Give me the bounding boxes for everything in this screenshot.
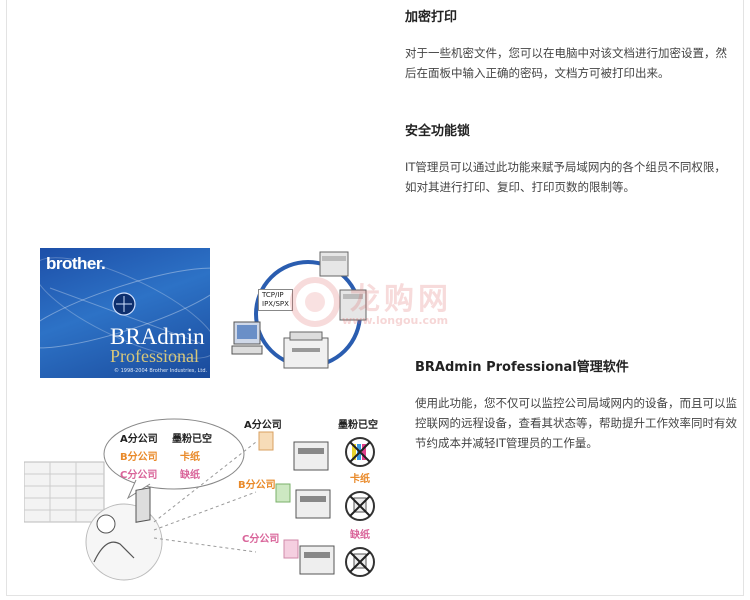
section-title: 安全功能锁 [405,124,471,139]
document-icon [258,431,274,451]
section-bradmin: BRAdmin Professional管理软件 使用此功能，您不仅可以监控公司… [415,356,737,453]
document-icon [275,483,291,503]
spreadsheet-icon [24,461,105,523]
section-body: 使用此功能，您不仅可以监控公司局域网内的设备，而且可以监控联网的远程设备，查看其… [415,396,737,450]
printer-icon [293,441,329,471]
section-title: 加密打印 [405,10,458,25]
page-frame [6,0,744,596]
printer-icon [295,489,331,519]
product-name-line2: Professional [110,346,199,366]
protocol-label: TCP/IP IPX/SPX [258,289,293,311]
no-paper-icon [345,547,375,577]
monitoring-diagram: A分公司 墨粉已空 B分公司 卡纸 C分公司 缺纸 A分公司 B分公司 C分公司… [24,412,394,597]
brand-name: brother. [46,254,106,273]
logo-copyright: © 1998-2004 Brother Industries, Ltd. [114,368,208,374]
printer-icon [299,545,335,575]
section-security-lock: 安全功能锁 IT管理员可以通过此功能来赋予局域网内的各个组员不同权限，如对其进行… [405,120,735,197]
bubble-company-b: B分公司 [120,452,158,463]
paper-jam-icon [345,491,375,521]
status-no-paper: 缺纸 [350,530,370,541]
bradmin-logo-image: brother. BRAdmin Professional © 1998-200… [40,248,210,378]
bubble-status-b: 卡纸 [180,452,200,463]
bubble-company-c: C分公司 [120,470,158,481]
printer-icon [283,331,329,369]
status-paper-jam: 卡纸 [350,474,370,485]
section-title: BRAdmin Professional管理软件 [415,360,629,375]
toner-empty-icon [345,437,375,467]
server-icon [339,289,367,321]
computer-icon [231,321,263,355]
product-name-line1: BRAdmin [110,324,205,349]
bubble-company-a: A分公司 [120,434,158,445]
company-b-label: B分公司 [238,480,276,491]
section-encrypted-print: 加密打印 对于一些机密文件，您可以在电脑中对该文档进行加密设置，然后在面板中输入… [405,6,735,83]
person-icon [85,487,163,581]
logo-swoosh-graphic [40,257,210,359]
bubble-status-c: 缺纸 [180,470,200,481]
network-diagram [231,251,367,369]
section-body: 对于一些机密文件，您可以在电脑中对该文档进行加密设置，然后在面板中输入正确的密码… [405,46,727,80]
document-icon [283,539,299,559]
section-body: IT管理员可以通过此功能来赋予局域网内的各个组员不同权限，如对其进行打印、复印、… [405,160,726,194]
bubble-status-header: 墨粉已空 [172,434,212,445]
server-icon [319,251,349,277]
monitoring-diagram-graphic [24,418,375,581]
status-toner-empty: 墨粉已空 [338,420,378,431]
company-c-label: C分公司 [242,534,280,545]
company-a-label: A分公司 [244,420,282,431]
